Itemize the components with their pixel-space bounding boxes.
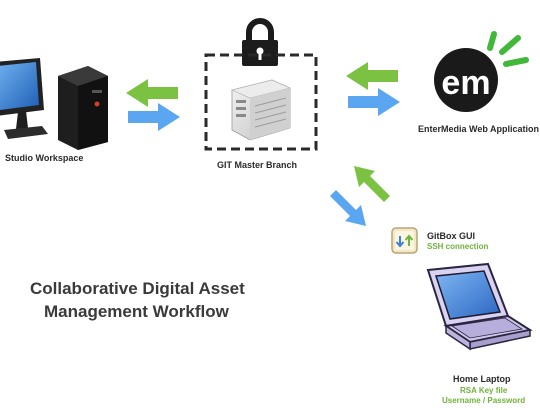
entermedia-label: EnterMedia Web Application [418,124,540,134]
entermedia-logo: em [434,31,529,112]
laptop-icon [426,262,533,351]
studio-workspace-label: Studio Workspace [5,153,84,163]
git-master-branch-label: GIT Master Branch [217,160,298,170]
blue-arrow-to-entermedia [348,88,400,116]
gitbox-app-icon [391,227,418,254]
green-arrow-to-studio [126,79,178,107]
diagram-title-line-1: Collaborative Digital Asset [30,279,245,298]
desktop-computer-icon [0,58,108,150]
green-arrow-to-git [346,62,398,90]
ssh-connection-label: SSH connection [427,242,489,251]
blue-arrow-to-gitbox [330,190,366,226]
server-icon [231,79,291,141]
diagram-title-line-2: Management Workflow [44,302,229,321]
git-dashed-boundary [204,53,318,151]
rsa-key-label: RSA Key file [460,386,508,395]
green-arrow-to-git-diagonal [354,166,390,202]
username-password-label: Username / Password [442,396,526,405]
blue-arrow-to-git [128,103,180,131]
entermedia-logo-text: em [441,64,490,102]
studio-git-arrows [126,79,180,131]
padlock-icon [242,18,278,66]
git-laptop-arrows [330,166,390,226]
home-laptop-label: Home Laptop [453,374,511,384]
gitbox-label: GitBox GUI [427,231,476,241]
git-entermedia-arrows [346,62,400,116]
